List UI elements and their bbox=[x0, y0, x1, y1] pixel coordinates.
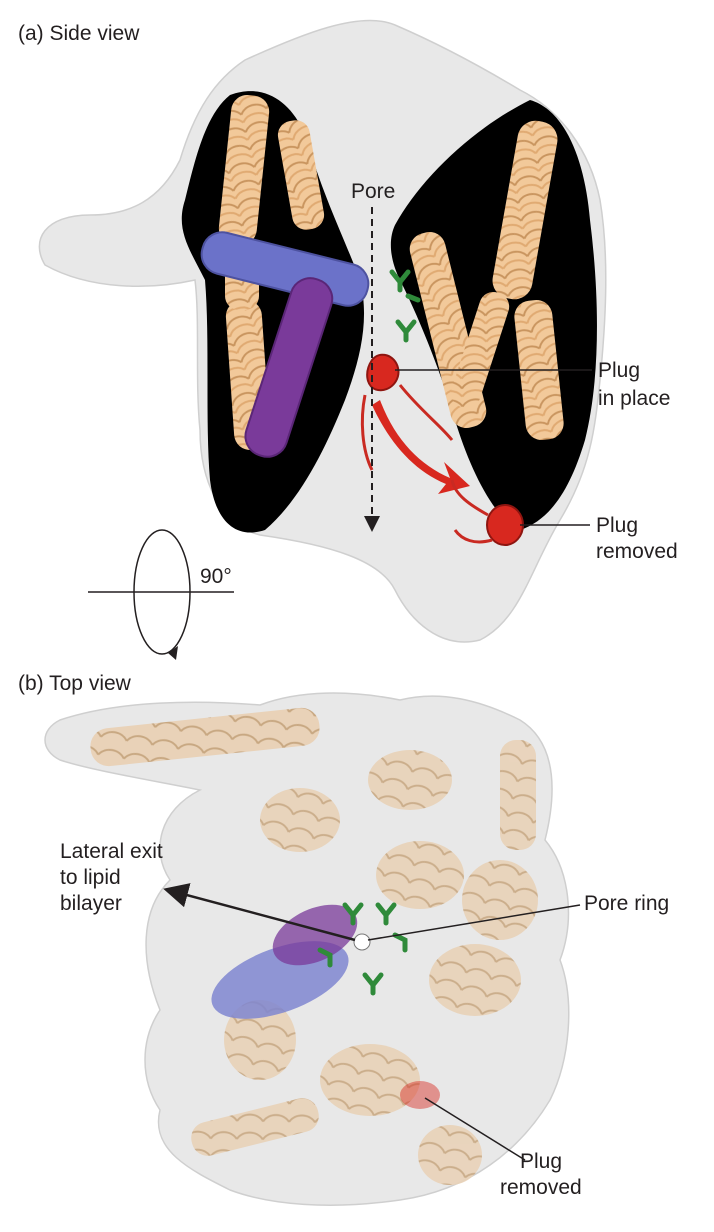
lateral-exit-label-line1: Lateral exit bbox=[60, 840, 163, 863]
plug-removed-top-label-line1: Plug bbox=[520, 1150, 562, 1173]
rotation-label: 90° bbox=[200, 565, 232, 588]
pore-ring-hole bbox=[353, 933, 371, 951]
plug-in-place-label-line2: in place bbox=[598, 387, 670, 410]
plug-removed-top bbox=[400, 1081, 440, 1109]
panel-b-top-view: (b) Top view bbox=[18, 672, 669, 1206]
plug-removed-label-line2: removed bbox=[596, 540, 678, 563]
plug-in-place-label-line1: Plug bbox=[598, 359, 640, 382]
plug-removed-side bbox=[450, 479, 524, 546]
plug-removed-top-leader bbox=[424, 1097, 526, 1161]
top-tan-helices bbox=[191, 740, 538, 1185]
top-long-helix bbox=[90, 707, 320, 767]
plug-movement-arrow bbox=[372, 400, 470, 494]
lateral-exit-arrow bbox=[163, 883, 356, 942]
lateral-exit-label-line2: to lipid bbox=[60, 866, 121, 889]
panel-a-title: (a) Side view bbox=[18, 22, 140, 45]
purple-helix bbox=[244, 277, 334, 458]
top-purple-helix bbox=[272, 904, 358, 966]
rotation-arrowhead bbox=[168, 646, 178, 660]
panel-a-side-view: (a) Side view bbox=[18, 19, 678, 643]
rotation-indicator: 90° bbox=[88, 529, 234, 660]
plug-removed-label-line1: Plug bbox=[596, 514, 638, 537]
pore-ring-leader bbox=[367, 904, 581, 941]
panel-b-title: (b) Top view bbox=[18, 672, 132, 695]
pore-ring-residues bbox=[317, 902, 408, 996]
pore-ring-label: Pore ring bbox=[584, 892, 669, 915]
pore-residues-green bbox=[389, 269, 421, 343]
plug-removed-top-label-line2: removed bbox=[500, 1176, 582, 1199]
pore-label: Pore bbox=[351, 180, 395, 203]
rotation-loop bbox=[133, 529, 191, 655]
plug-in-place bbox=[366, 353, 400, 392]
lateral-exit-label-line3: bilayer bbox=[60, 892, 122, 915]
